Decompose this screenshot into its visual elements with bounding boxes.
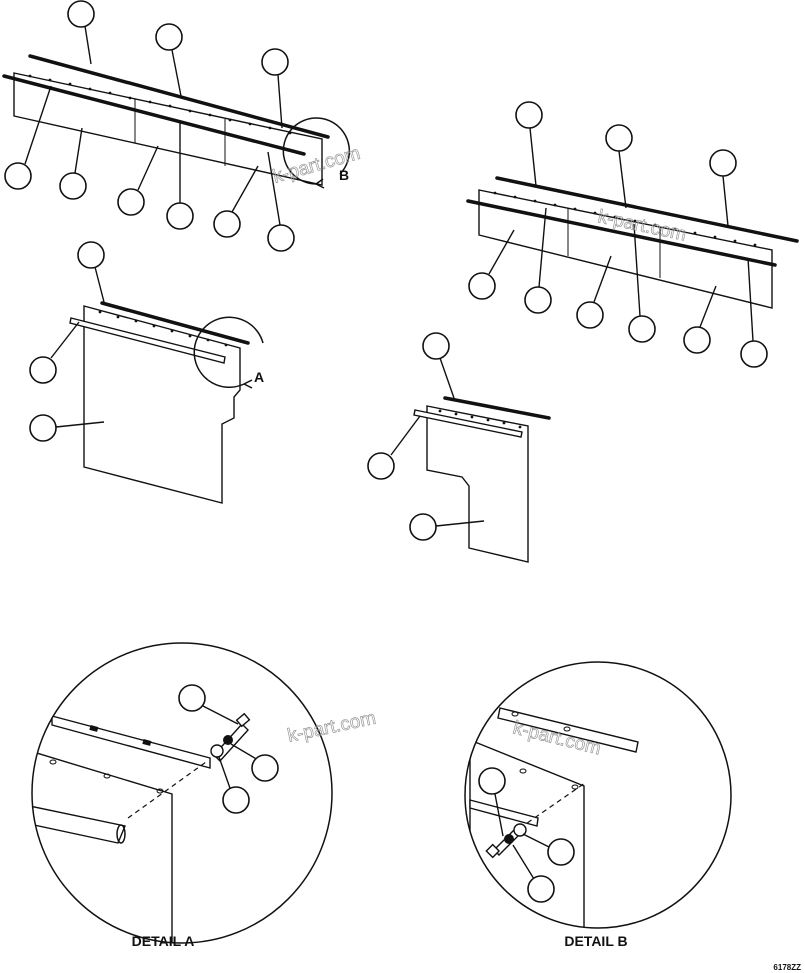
detail-b-lower-rail xyxy=(469,799,539,827)
callout-bubble xyxy=(468,272,496,300)
callout-bubble xyxy=(515,101,543,129)
callout-bubble xyxy=(422,332,450,360)
detail-a: DETAIL A xyxy=(31,642,333,949)
bolt-row-right-flap xyxy=(438,409,522,429)
callout-bubble xyxy=(409,513,437,541)
callout-bubble xyxy=(4,162,32,190)
detail-b-letter: B xyxy=(339,167,349,183)
drawing-code: 6178ZZ xyxy=(773,963,801,972)
top-left-assembly: B xyxy=(2,0,351,252)
detail-a-flap-edge xyxy=(32,747,173,943)
detail-b: DETAIL B xyxy=(464,661,732,949)
detail-a-rail xyxy=(51,715,211,769)
detail-b-caption: DETAIL B xyxy=(564,933,627,949)
mud-flap-right xyxy=(426,405,529,563)
callout-bubble xyxy=(547,838,575,866)
flap-top-rail-right xyxy=(443,396,551,420)
middle-left-flap: A xyxy=(29,241,264,504)
detail-a-rod xyxy=(32,803,126,844)
callout-bubble xyxy=(251,754,279,782)
callout-bubble xyxy=(59,172,87,200)
top-right-assembly xyxy=(466,101,799,368)
flap-rod-left xyxy=(69,317,226,364)
detail-a-nut xyxy=(223,735,233,745)
callout-bubble xyxy=(628,315,656,343)
detail-a-caption: DETAIL A xyxy=(132,933,195,949)
detail-b-rail xyxy=(497,707,639,753)
flap-top-rail-left xyxy=(100,301,250,345)
upper-rail-top-right xyxy=(495,176,799,243)
bolt-row-top-right xyxy=(493,191,757,247)
detail-b-washer xyxy=(513,823,527,837)
middle-right-flap xyxy=(367,332,551,563)
callout-bubble xyxy=(524,286,552,314)
callout-bubble xyxy=(29,414,57,442)
callout-bubble xyxy=(576,301,604,329)
detail-a-letter: A xyxy=(254,369,264,385)
lower-rail-top-right xyxy=(466,199,777,267)
callout-bubble xyxy=(213,210,241,238)
callout-bubble xyxy=(478,767,506,795)
detail-b-frame xyxy=(464,661,732,929)
lower-rail-top-left xyxy=(2,74,306,156)
callout-bubble xyxy=(367,452,395,480)
callout-bubble xyxy=(166,202,194,230)
callout-bubble xyxy=(740,340,768,368)
callout-bubble xyxy=(605,124,633,152)
callout-bubble xyxy=(77,241,105,269)
callout-bubble xyxy=(178,684,206,712)
flap-rod-right xyxy=(413,409,523,438)
detail-b-callout-circle xyxy=(282,117,351,185)
bolt-row-top-left xyxy=(28,74,292,135)
callout-bubble xyxy=(261,48,289,76)
detail-b-nut xyxy=(504,834,514,844)
callout-bubble xyxy=(117,188,145,216)
callout-bubble xyxy=(222,786,250,814)
callout-bubble xyxy=(267,224,295,252)
detail-a-frame xyxy=(31,642,333,944)
callout-bubble xyxy=(683,326,711,354)
callout-bubble xyxy=(155,23,183,51)
callout-bubble xyxy=(67,0,95,28)
watermark-text: k-part.com xyxy=(286,708,378,747)
detail-a-callout-circle xyxy=(193,316,264,389)
detail-a-washer xyxy=(210,744,224,758)
callout-bubble xyxy=(29,356,57,384)
upper-rail-top-left xyxy=(28,54,330,139)
flap-panel-top-left xyxy=(13,72,323,186)
callout-bubble xyxy=(527,875,555,903)
bolt-row-left-flap xyxy=(98,310,228,347)
callout-bubble xyxy=(709,149,737,177)
